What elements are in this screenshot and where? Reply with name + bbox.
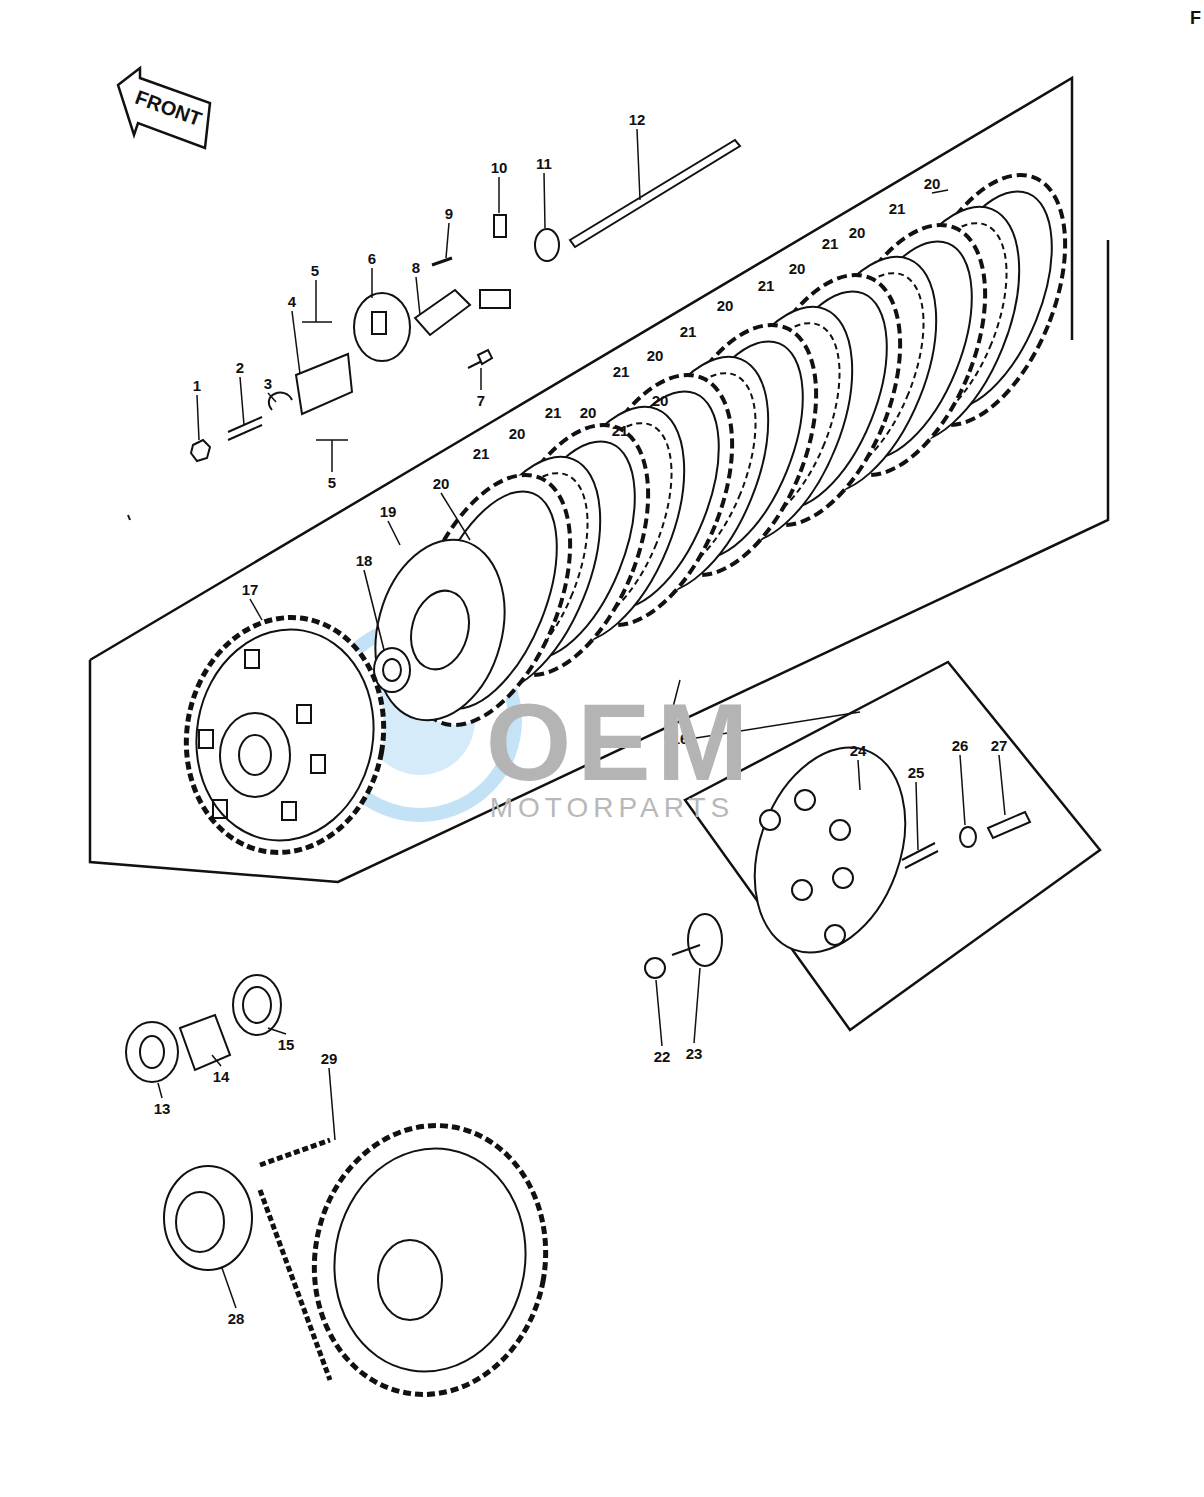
callout-number: 28 <box>228 1311 245 1326</box>
callout-number: 21 <box>545 405 562 420</box>
callout-number: 21 <box>758 278 775 293</box>
callout-number: 20 <box>849 225 866 240</box>
watermark: OEM <box>486 687 755 797</box>
callout-number: 21 <box>612 423 629 438</box>
callout-number: 9 <box>445 206 453 221</box>
watermark: MOTORPARTS <box>490 794 734 822</box>
callout-number: 11 <box>536 156 552 171</box>
callout-number: 17 <box>242 582 259 597</box>
callout-number: 21 <box>822 236 839 251</box>
callout-number: 20 <box>647 348 664 363</box>
callout-number: 19 <box>380 504 397 519</box>
callout-number: 12 <box>629 112 646 127</box>
callout-number: 5 <box>328 475 336 490</box>
callout-number: 7 <box>477 393 485 408</box>
callout-number: 5 <box>311 263 319 278</box>
callout-number: 20 <box>652 393 669 408</box>
callout-number: 2 <box>236 360 244 375</box>
callout-number: 3 <box>264 376 272 391</box>
callout-number: 1 <box>193 378 201 393</box>
callout-number: 20 <box>433 476 450 491</box>
callout-number: 18 <box>356 553 373 568</box>
callout-number: 22 <box>654 1049 671 1064</box>
callout-number: 15 <box>278 1037 295 1052</box>
callout-number: 10 <box>491 160 508 175</box>
callout-number: 21 <box>613 364 630 379</box>
callout-number: 20 <box>580 405 597 420</box>
callout-number: 23 <box>686 1046 703 1061</box>
callout-number: 27 <box>991 738 1008 753</box>
callout-number: 14 <box>213 1069 230 1084</box>
callout-number: 25 <box>908 765 925 780</box>
callout-number: 20 <box>924 176 941 191</box>
callout-number: 13 <box>154 1101 171 1116</box>
callout-number: 21 <box>680 324 697 339</box>
callout-number: 21 <box>473 446 490 461</box>
callout-number: 20 <box>789 261 806 276</box>
callout-number: 24 <box>850 743 867 758</box>
callout-number: 21 <box>889 201 906 216</box>
callout-number: 29 <box>321 1051 338 1066</box>
callout-number: 6 <box>368 251 376 266</box>
page-mark: F <box>1190 9 1201 27</box>
callout-number: 20 <box>717 298 734 313</box>
callout-number: 8 <box>412 260 420 275</box>
callout-number: 4 <box>288 294 296 309</box>
callout-number: 20 <box>509 426 526 441</box>
callout-number: 26 <box>952 738 969 753</box>
